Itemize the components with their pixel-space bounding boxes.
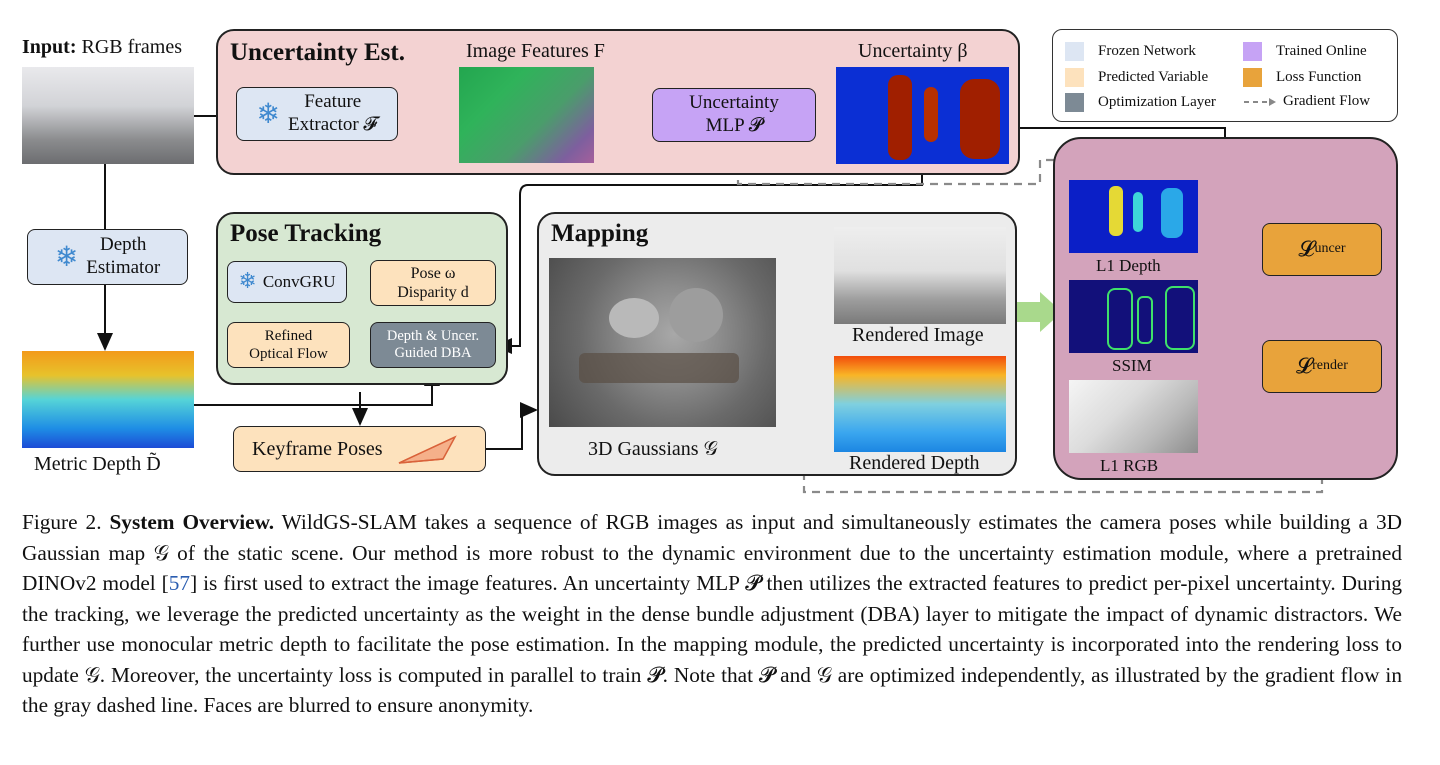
uncertainty-panel-title: Uncertainty Est. — [230, 39, 405, 66]
image-features-label: Image Features F — [466, 40, 605, 62]
figure-caption: Figure 2. System Overview. WildGS-SLAM t… — [22, 510, 1402, 717]
mapping-panel-title: Mapping — [551, 220, 649, 247]
render-to-loss-arrow — [1012, 292, 1062, 332]
rendered-depth-image — [834, 356, 1006, 452]
guided-dba-box: Depth & Uncer.Guided DBA — [370, 322, 496, 368]
rendered-image-label: Rendered Image — [852, 324, 984, 346]
input-rgb-image — [22, 67, 194, 164]
rendered-depth-label: Rendered Depth — [849, 452, 980, 474]
legend-swatch — [1065, 93, 1084, 112]
legend-swatch — [1065, 42, 1084, 61]
l1-depth-image — [1069, 180, 1198, 253]
keyframe-poses-box: Keyframe Poses — [233, 426, 486, 472]
legend-item-loss: Loss Function — [1243, 68, 1361, 87]
snowflake-icon: ❄ — [54, 240, 79, 273]
gaussians-label: 3D Gaussians 𝒢 — [588, 438, 718, 460]
uncertainty-image — [836, 67, 1009, 164]
camera-frustum-icon — [398, 435, 457, 464]
dashed-arrow-icon — [1244, 97, 1276, 106]
legend-swatch — [1243, 68, 1262, 87]
legend-item-trained: Trained Online — [1243, 42, 1367, 61]
image-features-image — [459, 67, 594, 163]
legend-swatch — [1065, 68, 1084, 87]
legend-item-predicted: Predicted Variable — [1065, 68, 1208, 87]
pose-tracking-title: Pose Tracking — [230, 220, 382, 247]
citation-link[interactable]: 57 — [168, 571, 191, 595]
rendered-image — [834, 227, 1006, 324]
l1-depth-label: L1 Depth — [1096, 256, 1161, 275]
gaussians-image — [549, 258, 776, 427]
input-label: Input: RGB frames — [22, 36, 183, 58]
metric-depth-image — [22, 351, 194, 448]
legend-item-gradient: Gradient Flow — [1243, 93, 1370, 110]
ssim-image — [1069, 280, 1198, 353]
legend-item-frozen: Frozen Network — [1065, 42, 1196, 61]
uncertainty-beta-label: Uncertainty β — [858, 40, 968, 62]
convgru-box: ❄ ConvGRU — [227, 261, 347, 303]
snowflake-icon: ❄ — [256, 97, 280, 130]
l1-rgb-image — [1069, 380, 1198, 453]
legend-item-optimization: Optimization Layer — [1065, 93, 1216, 112]
l1-rgb-label: L1 RGB — [1100, 456, 1159, 475]
snowflake-icon: ❄ — [238, 269, 257, 294]
legend: Frozen Network Trained Online Predicted … — [1052, 29, 1398, 122]
legend-swatch — [1243, 42, 1262, 61]
ssim-label: SSIM — [1112, 356, 1152, 375]
metric-depth-label: Metric Depth D̃ — [34, 453, 161, 475]
